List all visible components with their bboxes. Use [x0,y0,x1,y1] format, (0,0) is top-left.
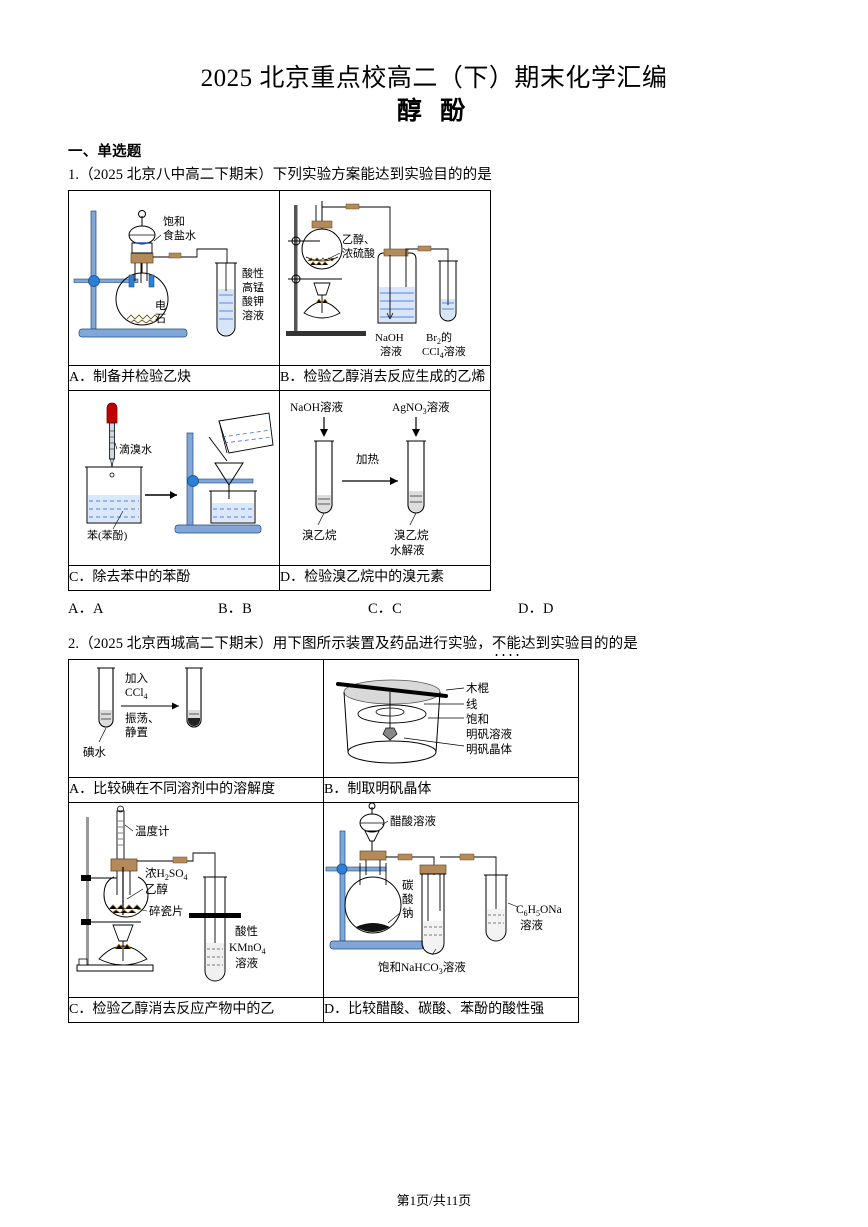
table-row: C．检验乙醇消去反应产物中的乙 D．比较醋酸、碳酸、苯酚的酸性强 [68,997,579,1023]
answer-choice-a[interactable]: A．A [68,601,104,617]
svg-text:高锰: 高锰 [242,280,264,294]
svg-text:溶液: 溶液 [520,918,543,932]
svg-text:NaOH: NaOH [375,332,404,344]
svg-text:加热: 加热 [356,453,379,466]
svg-text:温度计: 温度计 [135,824,170,838]
apparatus-diagram-2a: 碘水 加入 CCl4 振荡、 静置 [69,660,323,777]
svg-text:CCl4溶液: CCl4溶液 [422,344,466,360]
svg-text:KMnO4: KMnO4 [229,942,266,956]
question-2-stem: 2.（2025 北京西城高二下期末）用下图所示装置及药品进行实验，不能达到实验目… [68,632,868,656]
apparatus-diagram-2c: 温度计 [69,803,323,997]
svg-text:乙醇、: 乙醇、 [342,232,375,246]
section-heading: 一、单选题 [68,144,142,160]
svg-text:饱和: 饱和 [466,712,489,726]
svg-text:NaOH溶液: NaOH溶液 [290,400,344,414]
apparatus-diagram-1a: 电 石 饱和 食盐水 [69,191,279,365]
apparatus-diagram-1c: 滴溴水 苯(苯酚) [69,391,279,565]
answer-choice-c[interactable]: C．C [368,601,402,617]
svg-text:苯(苯酚): 苯(苯酚) [87,528,128,542]
svg-text:明矾晶体: 明矾晶体 [466,742,512,756]
option-label-2b: B．制取明矾晶体 [323,777,579,803]
figure-cell-2d: 醋酸溶液 碳 酸 钠 [323,802,579,998]
svg-text:溴乙烷: 溴乙烷 [394,528,429,542]
apparatus-diagram-2b: 木棍 线 饱和 明矾溶液 明矾晶体 [324,660,578,777]
svg-text:明矾溶液: 明矾溶液 [466,727,512,741]
figure-cell-1b: 乙醇、 浓硫酸 [279,190,491,366]
figure-cell-1a: 电 石 饱和 食盐水 [68,190,280,366]
option-label-1d: D．检验溴乙烷中的溴元素 [279,565,491,591]
svg-text:碳: 碳 [402,878,414,892]
svg-text:乙醇: 乙醇 [145,882,168,896]
svg-text:醋酸溶液: 醋酸溶液 [390,814,436,828]
svg-text:加入: 加入 [125,672,148,685]
figure-cell-2c: 温度计 [68,802,324,998]
apparatus-diagram-1b: 乙醇、 浓硫酸 [280,191,490,365]
svg-text:滴溴水: 滴溴水 [119,442,152,456]
table-row: 温度计 [68,802,579,998]
svg-text:水解液: 水解液 [390,543,425,557]
svg-text:碘水: 碘水 [83,746,106,759]
option-label-2a: A．比较碘在不同溶剂中的溶解度 [68,777,324,803]
option-label-2c: C．检验乙醇消去反应产物中的乙 [68,997,324,1023]
apparatus-diagram-2d: 醋酸溶液 碳 酸 钠 [324,803,578,997]
svg-text:饱和: 饱和 [163,214,185,228]
option-label-1a: A．制备并检验乙炔 [68,365,280,391]
svg-text:C6H5ONa: C6H5ONa [516,904,562,918]
question-2-stem-emphasis: 不能 [492,632,521,656]
svg-text:静置: 静置 [125,725,148,739]
svg-text:酸性: 酸性 [242,266,264,280]
table-row: 电 石 饱和 食盐水 [68,190,491,366]
svg-text:溶液: 溶液 [235,956,258,970]
svg-text:碎瓷片: 碎瓷片 [149,904,184,918]
question-1-stem: 1.（2025 北京八中高二下期末）下列实验方案能达到实验目的的是 [68,167,492,183]
page-footer: 第1页/共11页 [396,1193,472,1208]
svg-text:酸钾: 酸钾 [242,294,264,308]
svg-text:振荡、: 振荡、 [125,711,160,725]
table-row: 滴溴水 苯(苯酚) [68,390,491,566]
page-title: 2025 北京重点校高二（下）期末化学汇编 [200,65,668,92]
svg-text:酸: 酸 [402,892,414,906]
question-2-options-table: 碘水 加入 CCl4 振荡、 静置 [68,659,579,1023]
apparatus-diagram-1d: NaOH溶液 AgNO3溶液 [280,391,490,565]
svg-text:溴乙烷: 溴乙烷 [302,528,337,542]
svg-text:Br2的: Br2的 [426,330,452,346]
table-row: A．比较碘在不同溶剂中的溶解度 B．制取明矾晶体 [68,777,579,803]
table-row: C．除去苯中的苯酚 D．检验溴乙烷中的溴元素 [68,565,491,591]
page-subtitle: 醇 酚 [396,98,472,125]
svg-text:石: 石 [155,313,166,325]
figure-cell-1c: 滴溴水 苯(苯酚) [68,390,280,566]
figure-cell-2a: 碘水 加入 CCl4 振荡、 静置 [68,659,324,778]
svg-text:AgNO3溶液: AgNO3溶液 [392,400,450,416]
svg-text:线: 线 [466,697,478,711]
figure-cell-2b: 木棍 线 饱和 明矾溶液 明矾晶体 [323,659,579,778]
svg-text:CCl4: CCl4 [125,687,148,701]
svg-text:饱和NaHCO3溶液: 饱和NaHCO3溶液 [378,960,466,976]
svg-text:食盐水: 食盐水 [163,228,196,242]
option-label-2d: D．比较醋酸、碳酸、苯酚的酸性强 [323,997,579,1023]
table-row: 碘水 加入 CCl4 振荡、 静置 [68,659,579,778]
svg-text:浓H2SO4: 浓H2SO4 [145,867,188,882]
svg-text:电: 电 [155,299,166,312]
question-1-answer-choices: A．A B．B C．C D．D [68,597,768,618]
answer-choice-d[interactable]: D．D [518,601,554,617]
question-2-stem-suffix: 达到实验目的的是 [521,636,638,652]
figure-cell-1d: NaOH溶液 AgNO3溶液 [279,390,491,566]
svg-text:溶液: 溶液 [380,344,402,358]
table-row: A．制备并检验乙炔 B．检验乙醇消去反应生成的乙烯 [68,365,491,391]
question-2-stem-prefix: 2.（2025 北京西城高二下期末）用下图所示装置及药品进行实验， [68,636,492,652]
question-1-options-table: 电 石 饱和 食盐水 [68,190,491,591]
option-label-1b: B．检验乙醇消去反应生成的乙烯 [279,365,491,391]
svg-text:木棍: 木棍 [466,681,489,695]
option-label-1c: C．除去苯中的苯酚 [68,565,280,591]
svg-text:酸性: 酸性 [235,924,258,938]
answer-choice-b[interactable]: B．B [218,601,252,617]
svg-text:钠: 钠 [402,906,414,920]
svg-text:浓硫酸: 浓硫酸 [342,246,375,260]
svg-text:溶液: 溶液 [242,308,264,322]
